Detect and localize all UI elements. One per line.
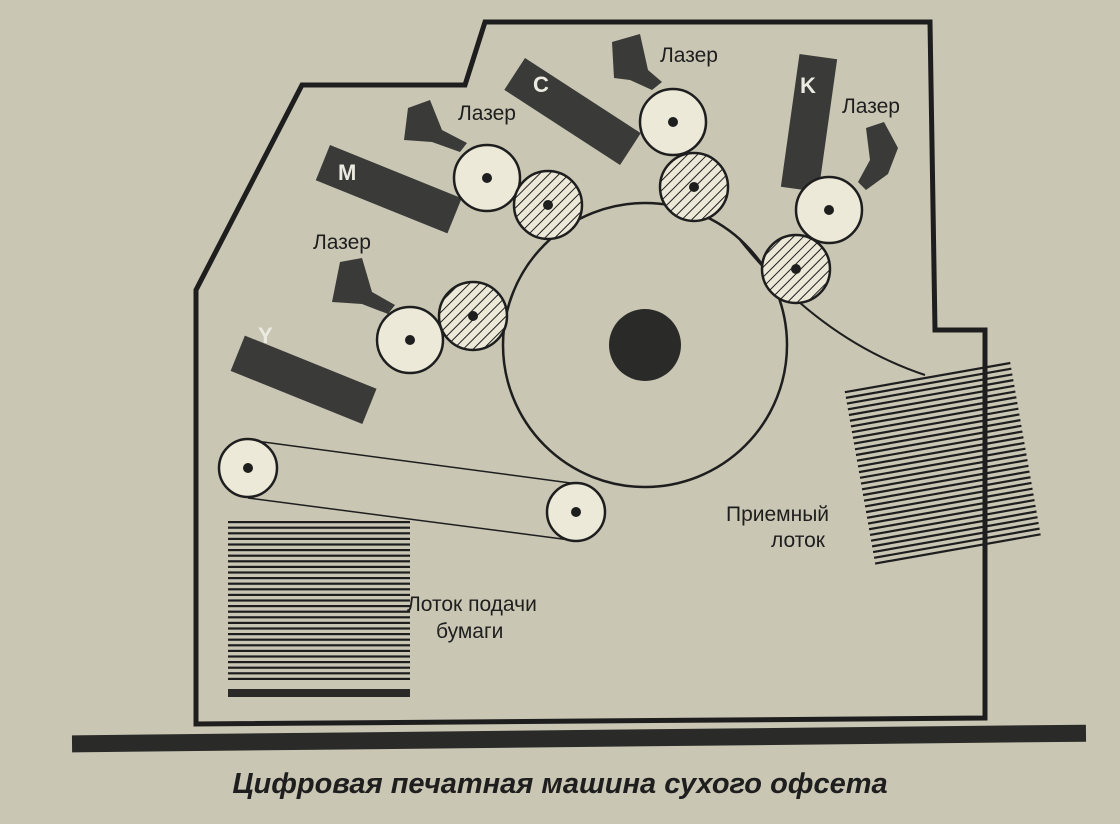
cartridge-letter-k: K — [800, 73, 816, 98]
feed-sheet — [228, 526, 410, 529]
output-sheet — [865, 481, 1032, 514]
toner-cartridge-k — [780, 54, 838, 192]
output-sheet — [853, 413, 1020, 445]
figure-caption: Цифровая печатная машина сухого офсета — [232, 768, 888, 800]
output-sheet — [869, 504, 1036, 537]
output-sheet — [847, 379, 1014, 411]
feed-sheet — [228, 599, 410, 602]
output-sheet — [860, 453, 1027, 485]
feed-sheet — [228, 644, 410, 647]
output-tray-stack — [844, 361, 1041, 565]
laser-label-c: Лазер — [660, 44, 718, 67]
feed-tray-base — [228, 689, 410, 697]
paper-path-out — [739, 239, 926, 376]
toner-cartridge-c — [504, 58, 641, 166]
toner-cartridge-m — [315, 145, 462, 234]
toner-cartridge-y — [230, 335, 377, 425]
output-sheet — [858, 441, 1025, 474]
output-sheet — [859, 447, 1026, 479]
output-sheet — [861, 459, 1028, 491]
feed-tray-label-line2: бумаги — [436, 620, 503, 643]
feed-sheet — [228, 633, 410, 636]
unit-y: Y Лазер — [230, 231, 509, 425]
laser-head-c — [612, 34, 662, 90]
laser-label-y: Лазер — [313, 231, 371, 254]
feed-sheet — [228, 582, 410, 585]
feed-sheet — [228, 543, 410, 546]
output-sheet — [873, 527, 1040, 559]
feed-sheet — [228, 588, 410, 591]
feed-sheet — [228, 549, 410, 552]
feed-sheet — [228, 554, 410, 557]
feed-sheet — [228, 605, 410, 608]
feed-sheet — [228, 577, 410, 580]
transfer-drum — [501, 201, 789, 489]
output-sheet — [857, 436, 1024, 468]
output-tray-label-line1: Приемный — [726, 503, 829, 526]
feed-sheet — [228, 616, 410, 619]
cartridge-letter-y: Y — [258, 323, 273, 348]
output-sheet — [845, 367, 1012, 399]
laser-label-k: Лазер — [842, 95, 900, 118]
output-sheet — [855, 424, 1022, 457]
output-sheet — [866, 487, 1033, 519]
feed-sheet — [228, 560, 410, 563]
feed-tray-label-line1: Лоток подачи — [407, 593, 537, 616]
floor-bar — [71, 724, 1087, 753]
feed-sheet — [228, 655, 410, 658]
output-sheet — [851, 401, 1018, 434]
output-sheet — [872, 521, 1039, 554]
output-sheet — [844, 361, 1011, 394]
output-sheet — [863, 470, 1030, 502]
output-sheet — [854, 419, 1021, 451]
transfer-drum-hub — [609, 309, 681, 381]
feed-sheet — [228, 672, 410, 675]
feed-sheet — [228, 627, 410, 630]
unit-m: M Лазер — [315, 100, 584, 241]
output-sheet — [849, 390, 1016, 422]
output-sheet — [852, 407, 1019, 439]
output-sheet — [850, 396, 1017, 428]
feed-sheet — [228, 677, 410, 680]
cartridge-letter-c: C — [533, 72, 549, 97]
output-sheet — [848, 384, 1015, 417]
machine-body — [193, 19, 988, 727]
output-sheet — [871, 516, 1038, 548]
unit-c: C Лазер — [504, 34, 730, 223]
output-sheet — [862, 464, 1029, 497]
feed-tray-stack — [228, 521, 410, 680]
output-sheet — [864, 476, 1031, 508]
output-sheet — [846, 373, 1013, 405]
cartridge-letter-m: M — [338, 160, 356, 185]
feed-belt — [217, 437, 607, 543]
output-tray-label-line2: лоток — [771, 529, 826, 552]
laser-head-y — [332, 258, 395, 314]
feed-sheet — [228, 621, 410, 624]
output-sheet — [870, 510, 1037, 542]
feed-sheet — [228, 521, 410, 524]
feed-sheet — [228, 666, 410, 669]
feed-sheet — [228, 649, 410, 652]
feed-sheet — [228, 610, 410, 613]
feed-sheet — [228, 638, 410, 641]
feed-sheet — [228, 593, 410, 596]
laser-head-m — [404, 100, 467, 152]
feed-sheet — [228, 532, 410, 535]
laser-label-m: Лазер — [458, 102, 516, 125]
feed-sheet — [228, 565, 410, 568]
output-sheet — [856, 430, 1023, 462]
feed-sheet — [228, 571, 410, 574]
output-sheet — [868, 498, 1035, 531]
laser-head-k — [858, 122, 898, 190]
output-sheet — [874, 533, 1041, 565]
output-sheet — [867, 493, 1034, 525]
feed-sheet — [228, 537, 410, 540]
unit-k: K Лазер — [760, 54, 900, 305]
feed-sheet — [228, 661, 410, 664]
